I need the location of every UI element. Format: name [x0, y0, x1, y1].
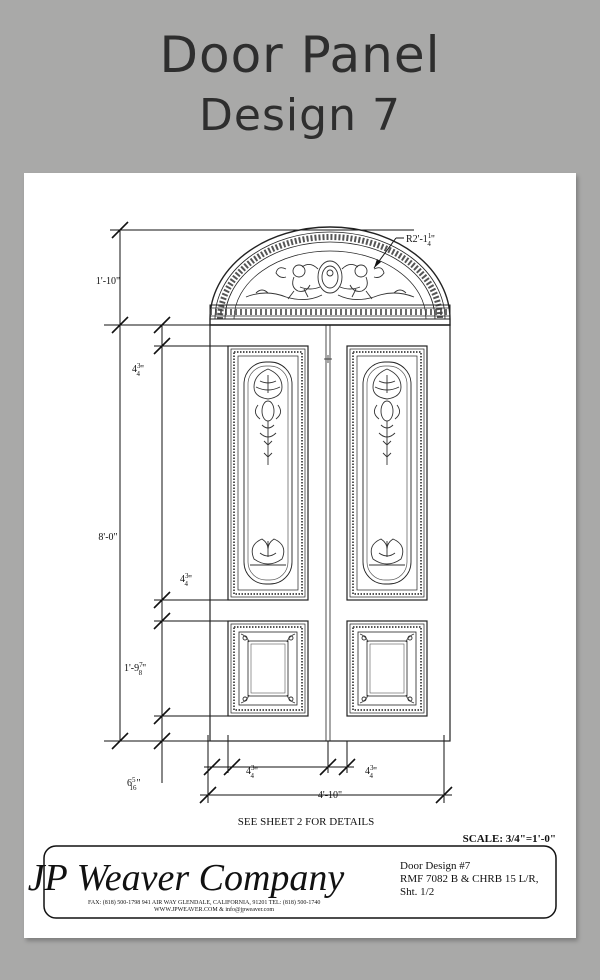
design-line-2: RMF 7082 B & CHRB 15 L/R,	[400, 873, 539, 885]
company-logo: JP Weaver Company	[28, 857, 345, 899]
design-line-1: Door Design #7	[400, 860, 471, 872]
title-line-1: Door Panel	[159, 26, 441, 84]
see-sheet-note: SEE SHEET 2 FOR DETAILS	[238, 816, 374, 828]
left-upper-panel	[227, 345, 309, 601]
title-block: JP Weaver Company FAX: (818) 500-1798 94…	[28, 845, 557, 919]
page-title: Door Panel Design 7	[0, 30, 600, 138]
address-line-2: WWW.JPWEAVER.COM & info@jpweaver.com	[154, 906, 274, 913]
design-line-3: Sht. 1/2	[400, 886, 434, 898]
transom-arch	[209, 226, 451, 326]
dimension-lines	[104, 221, 453, 804]
dim-overall-width: 4'-10"	[318, 790, 342, 801]
door-leaves	[209, 324, 451, 742]
title-line-2: Design 7	[199, 90, 401, 141]
dim-top-height: 1'-10"	[96, 276, 120, 287]
right-lower-panel	[346, 620, 428, 717]
right-upper-panel	[346, 345, 428, 601]
scale-note: SCALE: 3/4"=1'-0"	[463, 833, 556, 845]
left-lower-panel	[227, 620, 309, 717]
dim-overall-height: 8'-0"	[98, 532, 117, 543]
address-line-1: FAX: (818) 500-1798 941 AIR WAY GLENDALE…	[88, 899, 320, 906]
